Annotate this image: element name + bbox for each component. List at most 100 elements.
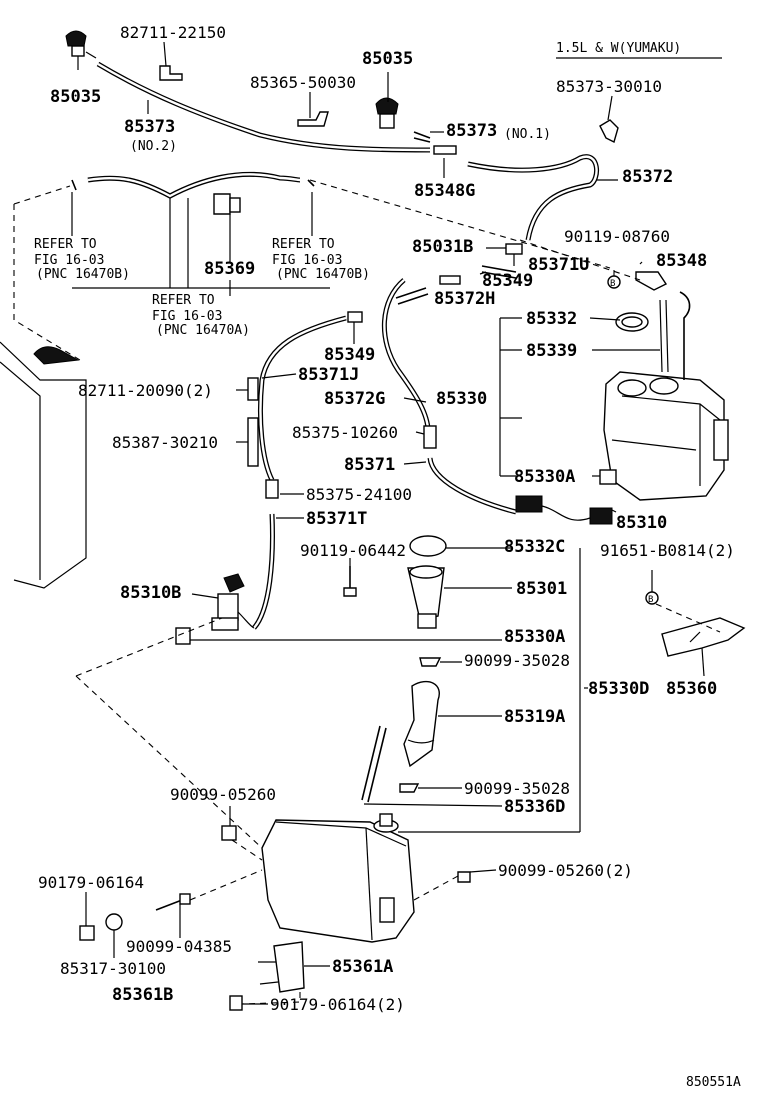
label-85387-30210: 85387-30210 (112, 433, 218, 452)
label-85336D: 85336D (504, 797, 565, 817)
label-85035-left: 85035 (50, 87, 101, 107)
joint-85375-24100 (265, 479, 279, 499)
label-85330A-lower: 85330A (504, 627, 565, 647)
label-85339: 85339 (526, 341, 577, 361)
pipe-85336D (361, 725, 387, 803)
label-85375-10260: 85375-10260 (292, 423, 398, 442)
bracket-85360 (661, 617, 746, 657)
label-90099-05260-lower: 90099-05260(2) (498, 861, 633, 880)
sleeve-85387-30210 (247, 417, 259, 467)
clip-82711-20090 (247, 377, 259, 401)
label-85349-lower: 85349 (324, 345, 375, 365)
marker-b-upper-label: B (610, 279, 615, 289)
grommet-90099-05260-upper (221, 825, 237, 841)
label-85373-no2: 85373 (124, 117, 175, 137)
label-refer-left-3: (PNC 16470B) (36, 267, 130, 282)
hose-85348 (635, 271, 691, 380)
label-85332: 85332 (526, 309, 577, 329)
label-refer-left-2: FIG 16-03 (34, 253, 104, 268)
nut-90179-06164-2 (229, 995, 243, 1011)
label-85372G: 85372G (324, 389, 385, 409)
nozzle-85035-center (375, 97, 399, 129)
label-85371J: 85371J (298, 365, 359, 385)
clamp-90099-35028-lower (399, 783, 420, 793)
joint-85349-upper (439, 275, 461, 285)
grommet-85330A-lower (175, 627, 191, 645)
label-85373-no1-sub: (NO.1) (504, 127, 551, 142)
joint-85373-no1 (413, 131, 431, 143)
label-90119-06442: 90119-06442 (300, 541, 406, 560)
label-85373-no1: 85373 (446, 121, 497, 141)
label-refer-center-2: FIG 16-03 (152, 309, 222, 324)
bolt-90099-04385 (155, 893, 191, 911)
label-85371T: 85371T (306, 509, 367, 529)
label-90099-04385: 90099-04385 (126, 937, 232, 956)
label-refer-right-3: (PNC 16470B) (276, 267, 370, 282)
bracket-85361A (258, 941, 305, 993)
clip-85373-30010 (599, 119, 619, 144)
label-85369: 85369 (204, 259, 255, 279)
joint-85348G (433, 145, 457, 155)
label-85319A: 85319A (504, 707, 565, 727)
label-82711-20090: 82711-20090(2) (78, 381, 213, 400)
motor-85310-upper (515, 495, 613, 525)
label-85031B: 85031B (412, 237, 473, 257)
label-refer-right-1: REFER TO (272, 237, 335, 252)
clip-85365-50030 (297, 111, 329, 127)
label-85372: 85372 (622, 167, 673, 187)
nozzle-85035-left (65, 30, 97, 59)
label-90179-06164-2: 90179-06164(2) (270, 995, 405, 1014)
pipe-85339 (659, 299, 669, 373)
label-85310: 85310 (616, 513, 667, 533)
motor-85310B (211, 573, 245, 631)
label-85330D: 85330D (588, 679, 649, 699)
label-85372H: 85372H (434, 289, 495, 309)
pump-85330A-upper (599, 469, 617, 485)
label-refer-center-1: REFER TO (152, 293, 215, 308)
tank-85330D (261, 813, 415, 943)
nut-90179-06164 (79, 925, 95, 941)
label-85332C: 85332C (504, 537, 565, 557)
label-85360: 85360 (666, 679, 717, 699)
figure-code: 850551A (686, 1075, 741, 1090)
label-90099-05260-upper: 90099-05260 (170, 785, 276, 804)
label-85361B: 85361B (112, 985, 173, 1005)
label-90099-35028-upper: 90099-35028 (464, 651, 570, 670)
label-refer-left-1: REFER TO (34, 237, 97, 252)
cap-85031B (505, 243, 523, 266)
hose-85371U (481, 265, 517, 279)
label-85373-no2-sub: (NO.2) (130, 139, 177, 154)
marker-b-lower-label: B (648, 595, 653, 605)
label-90099-35028-lower: 90099-35028 (464, 779, 570, 798)
label-85330: 85330 (436, 389, 487, 409)
label-refer-right-2: FIG 16-03 (272, 253, 342, 268)
label-85348: 85348 (656, 251, 707, 271)
joint-85375-10260 (423, 425, 437, 449)
label-85330A-upper: 85330A (514, 467, 575, 487)
tank-assembly-85330 (603, 371, 729, 501)
label-91651-B0814: 91651-B0814(2) (600, 541, 735, 560)
bolt-90119-06442 (343, 566, 357, 597)
connector-left (71, 179, 77, 191)
joint-85349-lower (347, 311, 363, 323)
hose-85319A (403, 681, 440, 768)
hose-85371 (427, 457, 517, 515)
connector-right (307, 179, 315, 187)
clamp-90099-35028-upper (419, 657, 442, 667)
label-85361A: 85361A (332, 957, 393, 977)
label-85371: 85371 (344, 455, 395, 475)
label-85349-upper: 85349 (482, 271, 533, 291)
variant-note: 1.5L & W(YUMAKU) (556, 41, 681, 56)
body-panel (0, 185, 87, 589)
label-85365-50030: 85365-50030 (250, 73, 356, 92)
label-90179-06164: 90179-06164 (38, 873, 144, 892)
label-85317-30100: 85317-30100 (60, 959, 166, 978)
clip-85369 (213, 193, 241, 215)
cap-85332C (409, 535, 447, 557)
hose-85371T-end (237, 611, 255, 629)
label-85310B: 85310B (120, 583, 181, 603)
grommet-90099-05260-lower (457, 871, 471, 883)
cap-85332 (615, 312, 649, 332)
label-85301: 85301 (516, 579, 567, 599)
